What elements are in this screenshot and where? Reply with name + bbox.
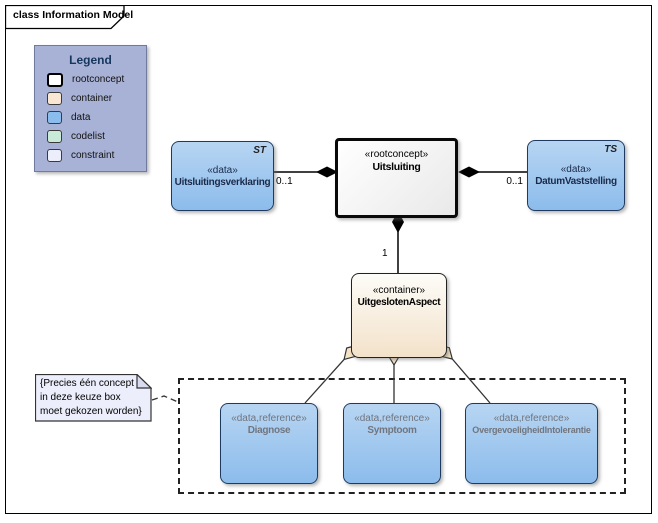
- composition-diamond-left: [316, 166, 338, 178]
- composition-diamond-right: [458, 166, 480, 178]
- edge-aspect-overgevoeligheid[interactable]: [451, 358, 491, 404]
- stereotype-label: «data,reference»: [493, 413, 570, 424]
- node-name: Symptoom: [367, 425, 417, 436]
- legend-panel: Legend rootconcept container data codeli…: [34, 45, 147, 172]
- node-uitsluitingsverklaring[interactable]: ST «data» Uitsluitingsverklaring: [171, 141, 274, 211]
- node-datumvaststelling[interactable]: TS «data» DatumVaststelling: [527, 140, 625, 211]
- legend-item-label: constraint: [71, 150, 115, 161]
- stereotype-label: «data,reference»: [354, 413, 430, 424]
- note-body: [34, 373, 152, 422]
- stereotype-label: «data»: [207, 164, 238, 176]
- choice-boundary: [178, 378, 626, 494]
- frame-title-tab: [5, 5, 125, 30]
- node-uitgeslotenaspect[interactable]: «container» UitgeslotenAspect: [351, 273, 447, 358]
- node-name: DatumVaststelling: [535, 176, 617, 187]
- node-name: UitgeslotenAspect: [357, 297, 441, 308]
- legend-title: Legend: [69, 53, 112, 67]
- stereotype-label: «container»: [372, 285, 426, 296]
- multiplicity-datum: 0..1: [506, 176, 523, 187]
- legend-item-label: codelist: [71, 131, 105, 142]
- legend-item-label: data: [71, 112, 91, 123]
- constraint-note[interactable]: {Precies één concept in deze keuze box m…: [34, 373, 153, 422]
- multiplicity-verklaring: 0..1: [276, 176, 293, 187]
- note-link: [151, 395, 179, 403]
- node-name: Diagnose: [247, 425, 291, 436]
- legend-item-container: container: [47, 92, 146, 105]
- node-uitsluiting[interactable]: «rootconcept» Uitsluiting: [335, 138, 458, 218]
- container-swatch: [47, 92, 62, 105]
- node-diagnose[interactable]: «data,reference» Diagnose: [220, 403, 318, 484]
- multiplicity-aspect: 1: [382, 248, 388, 259]
- note-fold-icon: [136, 373, 153, 389]
- stereotype-label: «rootconcept»: [364, 149, 429, 160]
- diagram-title: class Information Model: [13, 9, 134, 21]
- stereotype-label: «data,reference»: [231, 413, 307, 424]
- node-name: OvergevoeligheidIntolerantie: [472, 425, 591, 435]
- frame-tab-shape: [5, 5, 125, 30]
- codelist-swatch: [47, 130, 62, 143]
- legend-item-label: container: [71, 93, 113, 104]
- legend-item-label: rootconcept: [72, 74, 125, 85]
- node-name: Uitsluitingsverklaring: [174, 176, 271, 188]
- legend-item-constraint: constraint: [47, 149, 146, 162]
- legend-item-codelist: codelist: [47, 130, 146, 143]
- legend-item-data: data: [47, 111, 146, 124]
- node-name: Uitsluiting: [372, 161, 421, 173]
- rootconcept-swatch: [47, 72, 63, 87]
- edge-aspect-diagnose[interactable]: [304, 358, 345, 404]
- data-swatch: [47, 111, 62, 124]
- datatype-tag: TS: [604, 144, 617, 155]
- node-overgevoeligheidintolerantie[interactable]: «data,reference» OvergevoeligheidIntoler…: [465, 403, 598, 484]
- constraint-swatch: [47, 149, 62, 162]
- datatype-tag: ST: [253, 145, 266, 156]
- node-symptoom[interactable]: «data,reference» Symptoom: [343, 403, 441, 484]
- stereotype-label: «data»: [560, 164, 592, 175]
- legend-item-rootconcept: rootconcept: [47, 72, 146, 87]
- note-text: {Precies één concept in deze keuze box m…: [40, 378, 142, 417]
- note-shape: [34, 373, 153, 422]
